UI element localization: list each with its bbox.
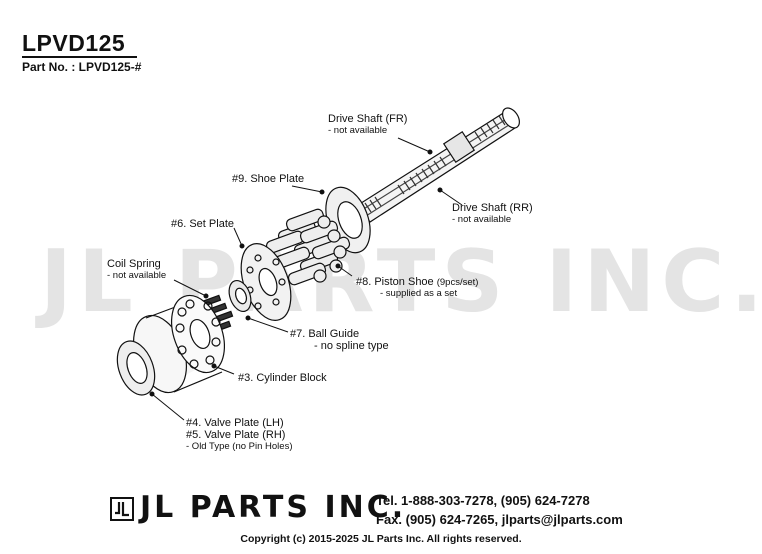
label-cylinder-block: #3. Cylinder Block bbox=[238, 372, 327, 384]
copyright: Copyright (c) 2015-2025 JL Parts Inc. Al… bbox=[240, 533, 522, 545]
contact-tel: Tel. 1-888-303-7278, (905) 624-7278 bbox=[376, 493, 590, 508]
label-drive-shaft-fr-name: Drive Shaft (FR) bbox=[328, 113, 408, 125]
label-drive-shaft-rr: Drive Shaft (RR) - not available bbox=[452, 202, 533, 225]
title-underline bbox=[22, 56, 137, 58]
set-plate bbox=[240, 243, 292, 321]
label-valve-plate-rh: #5. Valve Plate (RH) bbox=[186, 429, 286, 441]
watermark: JL PARTS INC. bbox=[40, 232, 762, 332]
label-drive-shaft-rr-note: - not available bbox=[452, 214, 512, 225]
label-coil-spring: Coil Spring - not available bbox=[107, 258, 166, 281]
label-valve-plate-note: - Old Type (no Pin Holes) bbox=[186, 441, 293, 452]
brand-logo-text: JL PARTS INC. bbox=[140, 490, 407, 525]
valve-plate bbox=[116, 340, 156, 396]
part-number: Part No. : LPVD125-# bbox=[22, 60, 142, 74]
page-title: LPVD125 bbox=[22, 30, 126, 56]
label-coil-spring-name: Coil Spring bbox=[107, 258, 161, 270]
label-drive-shaft-fr-note: - not available bbox=[328, 125, 388, 136]
label-coil-spring-note: - not available bbox=[107, 270, 167, 281]
jl-logo-icon bbox=[110, 497, 134, 521]
label-ball-guide-name: #7. Ball Guide bbox=[290, 328, 360, 340]
label-ball-guide: #7. Ball Guide - no spline type bbox=[290, 328, 389, 352]
pistons bbox=[265, 208, 351, 286]
label-drive-shaft-rr-name: Drive Shaft (RR) bbox=[452, 202, 533, 214]
label-ball-guide-note: - no spline type bbox=[314, 340, 389, 352]
leader-lines bbox=[149, 137, 463, 421]
label-drive-shaft-fr: Drive Shaft (FR) - not available bbox=[328, 113, 407, 136]
label-valve-plate: #4. Valve Plate (LH) #5. Valve Plate (RH… bbox=[186, 417, 292, 452]
label-valve-plate-lh: #4. Valve Plate (LH) bbox=[186, 417, 284, 429]
label-shoe-plate: #9. Shoe Plate bbox=[232, 173, 305, 185]
label-set-plate: #6. Set Plate bbox=[171, 218, 234, 230]
label-piston-shoe-name: #8. Piston Shoe bbox=[356, 276, 434, 288]
label-piston-shoe: #8. Piston Shoe (9pcs/set) - supplied as… bbox=[356, 276, 478, 299]
contact-fax: Fax. (905) 624-7265, jlparts@jlparts.com bbox=[376, 512, 623, 527]
ball-guide bbox=[228, 279, 252, 313]
label-piston-shoe-qty: (9pcs/set) bbox=[436, 277, 479, 288]
label-piston-shoe-note: - supplied as a set bbox=[380, 288, 458, 299]
